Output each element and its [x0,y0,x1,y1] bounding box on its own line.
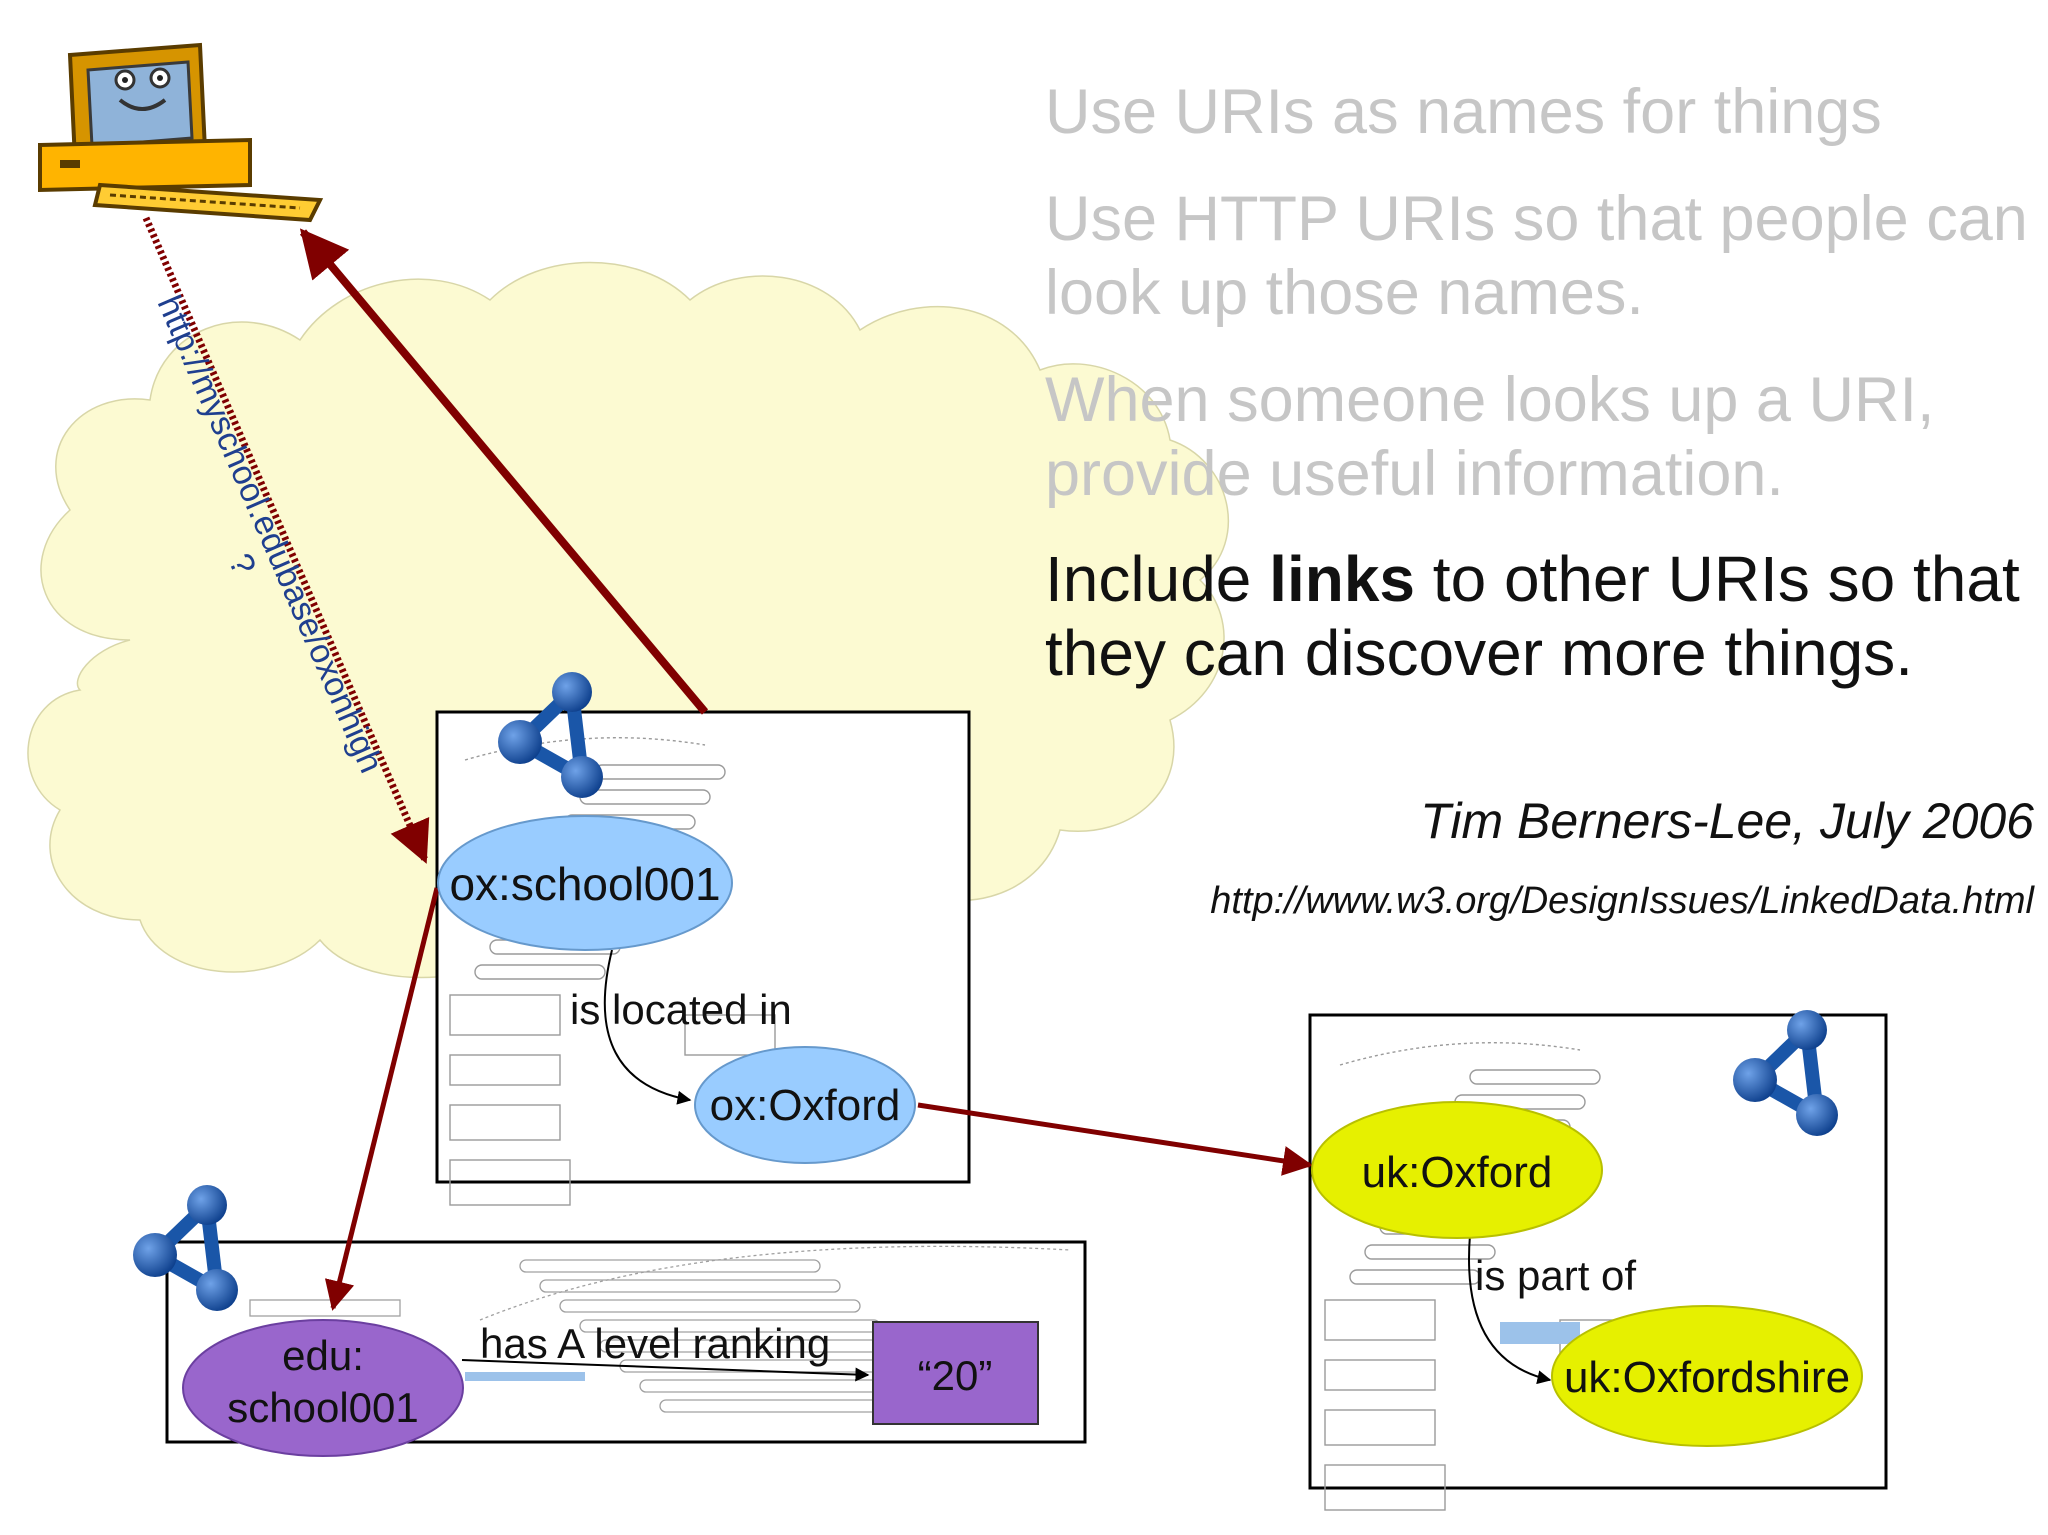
edge-label-part-of: is part of [1475,1252,1636,1299]
svg-text:edu:: edu: [282,1332,364,1379]
svg-text:ox:school001: ox:school001 [449,858,720,910]
node-edu-school001: edu: school001 [182,1319,464,1457]
node-ox-oxford: ox:Oxford [694,1046,916,1164]
node-uk-oxfordshire: uk:Oxfordshire [1551,1305,1863,1447]
computer-icon [38,42,324,223]
principle-4-post: to other URIs so that they can discover … [1045,543,2020,689]
edge-label-located-in: is located in [570,986,792,1033]
attribution-author: Tim Berners-Lee, July 2006 [1420,793,2034,849]
svg-text:uk:Oxfordshire: uk:Oxfordshire [1564,1353,1850,1402]
principle-2: Use HTTP URIs so that people can look up… [1045,184,2028,328]
svg-text:school001: school001 [227,1384,418,1431]
link-arrow-to-computer [299,228,709,715]
principle-4: Include links to other URIs so that they… [1045,542,2035,690]
attribution-url: http://www.w3.org/DesignIssues/LinkedDat… [1210,880,2034,922]
link-arrow-to-uk-oxford [917,1102,1313,1176]
request-line [142,216,430,864]
node-ox-school001: ox:school001 [437,815,733,951]
node-uk-oxford: uk:Oxford [1311,1101,1603,1239]
link-arrow-to-edu [324,887,440,1311]
node-ranking-value: “20” [872,1321,1039,1425]
svg-text:ox:Oxford: ox:Oxford [710,1081,901,1130]
edge-label-ranking: has A level ranking [480,1320,830,1367]
principle-4-pre: Include [1045,543,1270,615]
principle-1: Use URIs as names for things [1045,77,1882,147]
svg-text:uk:Oxford: uk:Oxford [1362,1148,1553,1197]
svg-text:“20”: “20” [918,1352,993,1399]
principle-3: When someone looks up a URI, provide use… [1045,365,1935,509]
principle-4-bold: links [1269,543,1415,615]
